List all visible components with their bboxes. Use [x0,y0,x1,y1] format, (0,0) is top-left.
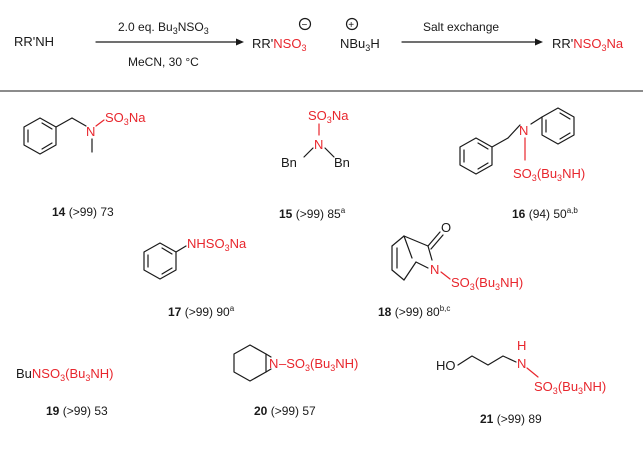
minus-charge: − [302,20,308,31]
reagent-label: 2.0 eq. Bu3NSO3 [118,20,209,36]
minus-charge-circle [298,17,312,31]
so3na-14: SO3Na [105,110,146,127]
intermediate-anion: RR'NSO3 [252,36,306,53]
so3bu3nh-21: SO3(Bu3NH) [534,379,606,396]
so3bu3nh-20: –SO3(Bu3NH) [279,356,358,373]
label-20: 20 (>99) 57 [254,404,316,418]
label-17: 17 (>99) 90a [168,304,235,319]
label-16: 16 (94) 50a,b [512,206,578,221]
plus-charge: + [348,20,354,31]
label-21: 21 (>99) 89 [480,412,542,426]
compound-19: BuNSO3(Bu3NH) 19 (>99) 53 [16,366,113,418]
plus-charge-circle [345,17,359,31]
compound-14: N SO3Na 14 (>99) 73 [23,110,146,219]
bn-left-15: Bn [281,155,297,170]
compound-21: HO H N SO3(Bu3NH) 21 (>99) 89 [436,338,606,426]
bunso3-19: BuNSO3(Bu3NH) [16,366,113,383]
compound-20: N –SO3(Bu3NH) 20 (>99) 57 [233,344,358,418]
reactant: RR'NH [14,34,54,49]
label-15: 15 (>99) 85a [279,206,346,221]
ho-21: HO [436,358,456,373]
arrow-2-head [535,38,543,46]
n-atom-20: N [269,356,278,371]
salt-exchange-label: Salt exchange [423,20,499,34]
conditions-label: MeCN, 30 °C [128,55,199,69]
arrow-1-head [236,38,244,46]
so3bu3nh-18: SO3(Bu3NH) [451,275,523,292]
o-atom-18: O [441,220,451,235]
so3na-15: SO3Na [308,108,349,125]
n-atom-18: N [430,262,439,277]
label-18: 18 (>99) 80b,c [378,304,450,319]
n-atom-15: N [314,137,323,152]
n-atom-14: N [86,124,95,139]
counterion: NBu3H [340,36,380,53]
reaction-scheme: RR'NH 2.0 eq. Bu3NSO3 MeCN, 30 °C RR'NSO… [14,17,624,69]
bn-right-15: Bn [334,155,350,170]
compound-18: O N SO3(Bu3NH) 18 (>99) 80b,c [378,220,523,319]
final-product: RR'NSO3Na [552,36,624,53]
n-atom-21: N [517,356,526,371]
n-atom-16: N [519,123,528,138]
label-14: 14 (>99) 73 [52,205,114,219]
label-19: 19 (>99) 53 [46,404,108,418]
h-atom-21: H [517,338,526,353]
compound-16: N SO3(Bu3NH) 16 (94) 50a,b [459,107,585,221]
nhso3na-17: NHSO3Na [187,236,247,253]
compound-17: NHSO3Na 17 (>99) 90a [143,236,247,319]
compound-15: SO3Na N Bn Bn 15 (>99) 85a [279,108,350,221]
so3bu3nh-16: SO3(Bu3NH) [513,166,585,183]
